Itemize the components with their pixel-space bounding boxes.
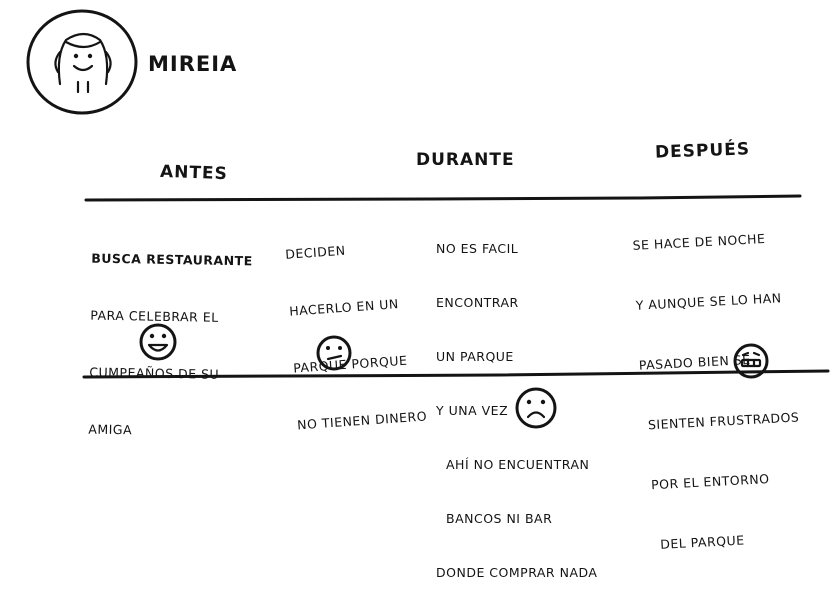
top-timeline-line xyxy=(84,194,802,202)
happy-face-icon xyxy=(139,323,177,361)
note-line: NO ES FACIL xyxy=(436,241,519,256)
note-line: AHÍ NO ENCUENTRAN xyxy=(446,457,590,472)
note-line: NO TIENEN DINERO xyxy=(296,408,428,433)
phase-despues: DESPUÉS xyxy=(654,139,751,163)
phase-durante: DURANTE xyxy=(416,150,515,170)
note-line: BUSCA RESTAURANTE xyxy=(91,250,253,269)
sad-face-icon xyxy=(515,387,557,429)
note-line: PASADO BIEN SE xyxy=(638,351,751,373)
note-line: Y UNA VEZ xyxy=(436,403,509,418)
phase-antes: ANTES xyxy=(159,161,229,185)
note-line: PARA CELEBRAR EL xyxy=(90,307,219,325)
note-line: PARQUE PORQUE xyxy=(292,352,408,376)
note-line: Y AUNQUE SE LO HAN xyxy=(635,290,782,313)
note-line: AMIGA xyxy=(88,421,133,438)
note-line: BANCOS NI BAR xyxy=(446,511,553,526)
note-durante-1: DECIDEN HACERLO EN UN PARQUE PORQUE NO T… xyxy=(282,198,429,453)
note-line: CUMPEAÑOS DE SU xyxy=(89,364,220,382)
note-line: DEL PARQUE xyxy=(659,532,745,552)
note-line: ENCONTRAR xyxy=(436,295,519,310)
note-line: POR EL ENTORNO xyxy=(650,471,770,493)
grimace-face-icon xyxy=(733,343,769,379)
note-durante-2: NO ES FACIL ENCONTRAR UN PARQUE Y UNA VE… xyxy=(436,204,597,600)
neutral-face-icon xyxy=(316,335,352,371)
note-line: SE HACE DE NOCHE xyxy=(632,230,766,253)
note-line: HACERLO EN UN xyxy=(288,296,400,319)
journey-map-drawing xyxy=(26,9,830,429)
note-line: DECIDEN xyxy=(284,242,347,262)
persona-name: MIREIA xyxy=(148,52,238,76)
note-line: DONDE COMPRAR NADA xyxy=(436,565,598,580)
persona-avatar-icon xyxy=(26,9,138,115)
note-line: SIENTEN FRUSTRADOS xyxy=(647,409,800,433)
note-line: UN PARQUE xyxy=(436,349,514,364)
emotion-baseline xyxy=(82,369,830,379)
note-antes: BUSCA RESTAURANTE PARA CELEBRAR EL CUMPE… xyxy=(88,211,254,461)
note-despues: SE HACE DE NOCHE Y AUNQUE SE LO HAN PASA… xyxy=(630,188,807,576)
